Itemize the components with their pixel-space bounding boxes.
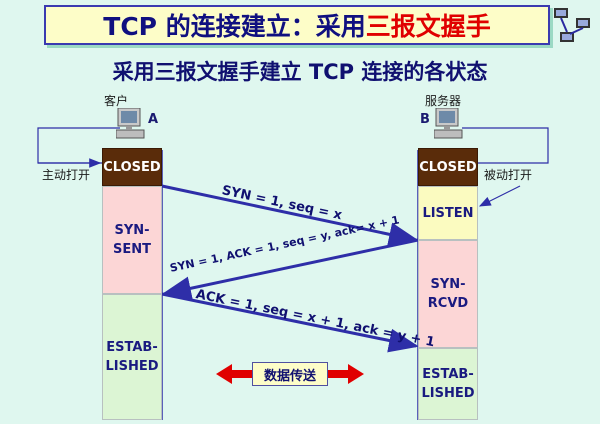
title-banner: TCP 的连接建立：采用三报文握手 bbox=[44, 5, 550, 45]
server-open-loop bbox=[462, 127, 549, 164]
subtitle: 采用三报文握手建立 TCP 连接的各状态 bbox=[112, 60, 488, 84]
client-label: 客户 bbox=[104, 94, 129, 108]
server-state-listen: LISTEN bbox=[418, 186, 478, 240]
message-arrow-syn bbox=[161, 184, 419, 247]
client-state-syn-sent: SYN- SENT bbox=[102, 186, 162, 294]
title-highlight: 三报文握手 bbox=[365, 12, 491, 41]
server-state-closed: CLOSED bbox=[418, 148, 478, 186]
server-label: 服务器 bbox=[425, 94, 462, 108]
client-state-established: ESTAB- LISHED bbox=[102, 294, 162, 420]
client-state-closed: CLOSED bbox=[102, 148, 162, 186]
message-arrow-synack bbox=[161, 238, 419, 301]
computer-icon bbox=[434, 108, 463, 139]
server-state-syn-rcvd: SYN- RCVD bbox=[418, 240, 478, 348]
client-letter: A bbox=[148, 112, 159, 127]
data-transfer-label: 数据传送 bbox=[252, 362, 328, 386]
message-arrow-ack bbox=[161, 292, 419, 353]
network-icon bbox=[554, 8, 590, 42]
title-prefix: TCP 的连接建立：采用 bbox=[103, 12, 366, 41]
client-action-label: 主动打开 bbox=[42, 168, 91, 182]
server-action-label: 被动打开 bbox=[484, 168, 533, 182]
computer-icon bbox=[116, 108, 145, 139]
server-state-established: ESTAB- LISHED bbox=[418, 348, 478, 420]
server-letter: B bbox=[420, 112, 430, 127]
